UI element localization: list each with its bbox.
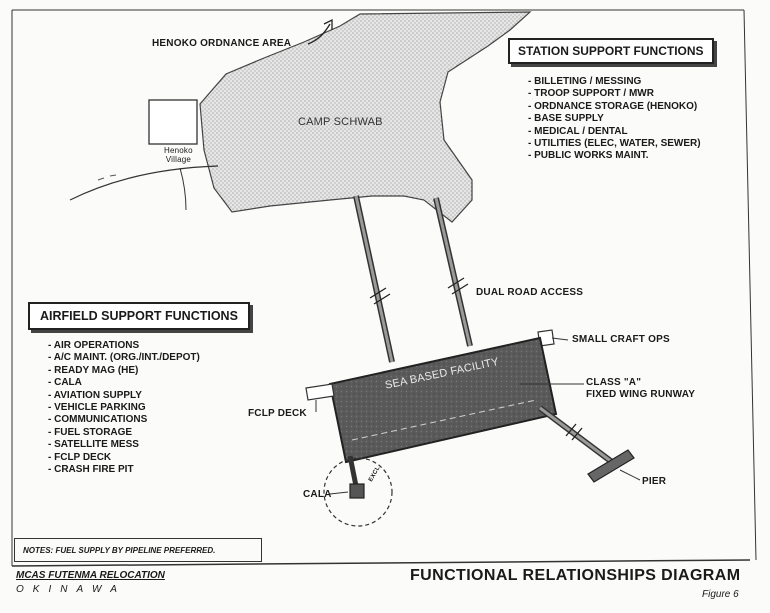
cala-label: CALA bbox=[303, 489, 332, 500]
list-item: FUEL STORAGE bbox=[48, 427, 200, 439]
list-item: PUBLIC WORKS MAINT. bbox=[528, 150, 701, 162]
list-item: TROOP SUPPORT / MWR bbox=[528, 88, 701, 100]
list-item: CRASH FIRE PIT bbox=[48, 464, 200, 476]
camp-schwab-label: CAMP SCHWAB bbox=[298, 116, 383, 128]
project-location: OKINAWA bbox=[16, 584, 126, 595]
list-item: COMMUNICATIONS bbox=[48, 414, 200, 426]
pier-break bbox=[565, 423, 583, 441]
station-support-title: STATION SUPPORT FUNCTIONS bbox=[518, 44, 704, 58]
list-item: ORDNANCE STORAGE (HENOKO) bbox=[528, 101, 701, 113]
figure-number: Figure 6 bbox=[702, 589, 739, 600]
sea-based-facility bbox=[328, 336, 558, 464]
road-ticks bbox=[97, 174, 117, 181]
pier-head bbox=[587, 449, 635, 483]
airfield-support-list: AIR OPERATIONS A/C MAINT. (ORG./INT./DEP… bbox=[48, 340, 200, 476]
camp-schwab-area bbox=[199, 11, 532, 223]
road-break-left bbox=[369, 287, 391, 305]
dual-road-access-label: DUAL ROAD ACCESS bbox=[476, 287, 584, 298]
station-support-box: STATION SUPPORT FUNCTIONS bbox=[508, 38, 714, 64]
border-bottom bbox=[11, 559, 751, 567]
access-road-left-inner bbox=[354, 195, 394, 363]
ordnance-arrow bbox=[307, 23, 331, 45]
pier-label: PIER bbox=[642, 476, 667, 487]
runway-centerline bbox=[351, 399, 537, 441]
small-craft-ops-leader bbox=[551, 337, 569, 341]
cala-leader bbox=[329, 491, 349, 495]
list-item: CALA bbox=[48, 377, 200, 389]
project-name: MCAS FUTENMA RELOCATION bbox=[16, 570, 165, 581]
runway-label: CLASS "A" FIXED WING RUNWAY bbox=[586, 377, 696, 400]
list-item: VEHICLE PARKING bbox=[48, 402, 200, 414]
list-item: AIR OPERATIONS bbox=[48, 340, 200, 352]
airfield-support-title: AIRFIELD SUPPORT FUNCTIONS bbox=[40, 309, 238, 323]
coastal-road bbox=[69, 165, 219, 201]
list-item: FCLP DECK bbox=[48, 452, 200, 464]
border-right bbox=[743, 9, 757, 561]
henoko-ordnance-area-label: HENOKO ORDNANCE AREA bbox=[152, 38, 292, 49]
cala-pad bbox=[349, 483, 365, 499]
notes-box: NOTES: FUEL SUPPLY BY PIPELINE PREFERRED… bbox=[14, 538, 262, 562]
village-road bbox=[179, 167, 187, 211]
airfield-support-box: AIRFIELD SUPPORT FUNCTIONS bbox=[28, 302, 250, 330]
list-item: UTILITIES (ELEC, WATER, SEWER) bbox=[528, 138, 700, 150]
henoko-village-box bbox=[148, 99, 198, 145]
fclp-deck-label: FCLP DECK bbox=[248, 408, 307, 419]
ordnance-arrowhead bbox=[323, 18, 333, 30]
access-road-right-inner bbox=[434, 197, 472, 347]
list-item: MEDICAL / DENTAL bbox=[528, 126, 701, 138]
list-item: BASE SUPPLY bbox=[528, 113, 701, 125]
fclp-deck-platform bbox=[305, 383, 335, 401]
station-support-list: BILLETING / MESSING TROOP SUPPORT / MWR … bbox=[528, 76, 701, 163]
list-item: SATELLITE MESS bbox=[48, 439, 200, 451]
list-item: READY MAG (HE) bbox=[48, 365, 200, 377]
list-item: AVIATION SUPPLY bbox=[48, 390, 200, 402]
henoko-village-label: Henoko Village bbox=[164, 146, 193, 164]
small-craft-ops-label: SMALL CRAFT OPS bbox=[572, 334, 670, 345]
list-item: BILLETING / MESSING bbox=[528, 76, 701, 88]
cala-access bbox=[347, 455, 359, 487]
cala-safety-arc bbox=[323, 457, 393, 527]
list-item: A/C MAINT. (ORG./INT./DEPOT) bbox=[48, 352, 200, 364]
road-break-right bbox=[447, 277, 469, 295]
diagram-title: FUNCTIONAL RELATIONSHIPS DIAGRAM bbox=[410, 567, 741, 584]
pier-leader bbox=[619, 469, 641, 481]
